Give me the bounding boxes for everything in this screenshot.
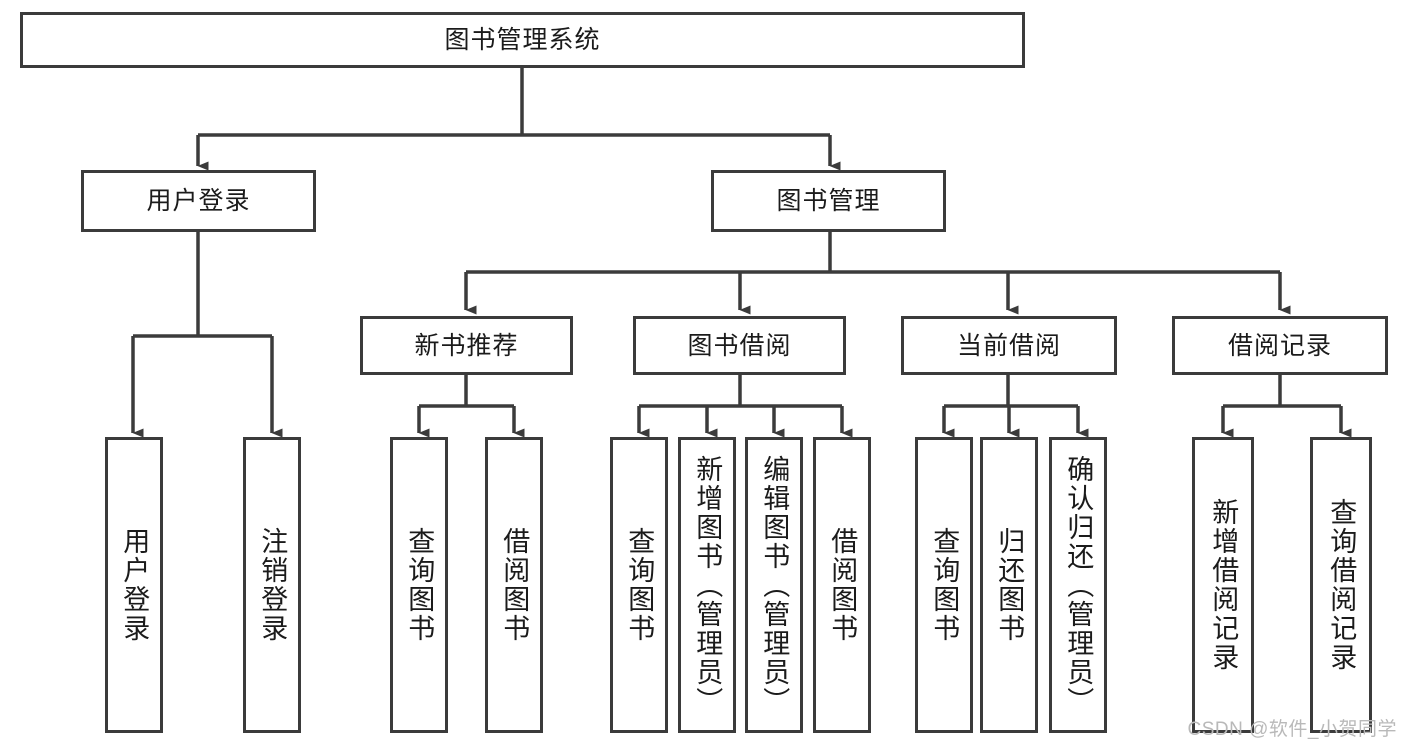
node-label: 注销登录 (257, 527, 288, 643)
node-label: 归还图书 (994, 527, 1025, 643)
csdn-watermark: CSDN @软件_小贺同学 (1187, 719, 1397, 740)
node-label: 图书借阅 (687, 331, 792, 360)
leaf-new-book-borrow-books[interactable]: 借阅图书 (485, 437, 543, 733)
leaf-user-login-login[interactable]: 用户登录 (105, 437, 163, 733)
node-book-borrow[interactable]: 图书借阅 (633, 316, 846, 375)
node-label: 图书管理 (776, 187, 881, 215)
node-label: 查询图书 (404, 527, 435, 643)
node-label: 借阅图书 (499, 527, 530, 643)
node-label: 查询图书 (929, 527, 960, 643)
node-label: 借阅记录 (1227, 331, 1332, 360)
leaf-borrow-record-query-record[interactable]: 查询借阅记录 (1310, 437, 1372, 733)
node-label: 图书管理系统 (444, 26, 601, 54)
node-label: 用户登录 (146, 187, 251, 215)
node-label: 新增借阅记录 (1208, 498, 1239, 672)
leaf-new-book-query-books[interactable]: 查询图书 (390, 437, 448, 733)
node-user-login[interactable]: 用户登录 (81, 170, 316, 232)
leaf-book-borrow-add-book-admin[interactable]: 新增图书（管理员） (678, 437, 736, 733)
node-label: 当前借阅 (956, 331, 1061, 360)
leaf-book-borrow-borrow-books[interactable]: 借阅图书 (813, 437, 871, 733)
node-new-book-recommend[interactable]: 新书推荐 (360, 316, 573, 375)
node-label: 查询借阅记录 (1326, 498, 1357, 672)
node-root-book-management-system[interactable]: 图书管理系统 (20, 12, 1025, 68)
leaf-book-borrow-query-books[interactable]: 查询图书 (610, 437, 668, 733)
leaf-current-borrow-query-books[interactable]: 查询图书 (915, 437, 973, 733)
node-current-borrow[interactable]: 当前借阅 (901, 316, 1117, 375)
node-label: 确认归还（管理员） (1063, 454, 1094, 716)
node-borrow-record[interactable]: 借阅记录 (1172, 316, 1388, 375)
node-label: 查询图书 (624, 527, 655, 643)
node-label: 新增图书（管理员） (692, 454, 723, 716)
leaf-user-login-logout[interactable]: 注销登录 (243, 437, 301, 733)
leaf-current-borrow-return-books[interactable]: 归还图书 (980, 437, 1038, 733)
leaf-book-borrow-edit-book-admin[interactable]: 编辑图书（管理员） (745, 437, 803, 733)
node-label: 借阅图书 (827, 527, 858, 643)
node-label: 编辑图书（管理员） (759, 454, 790, 716)
node-book-management[interactable]: 图书管理 (711, 170, 946, 232)
node-label: 新书推荐 (414, 331, 519, 360)
node-label: 用户登录 (119, 527, 150, 643)
leaf-current-borrow-confirm-return-admin[interactable]: 确认归还（管理员） (1049, 437, 1107, 733)
leaf-borrow-record-add-record[interactable]: 新增借阅记录 (1192, 437, 1254, 733)
